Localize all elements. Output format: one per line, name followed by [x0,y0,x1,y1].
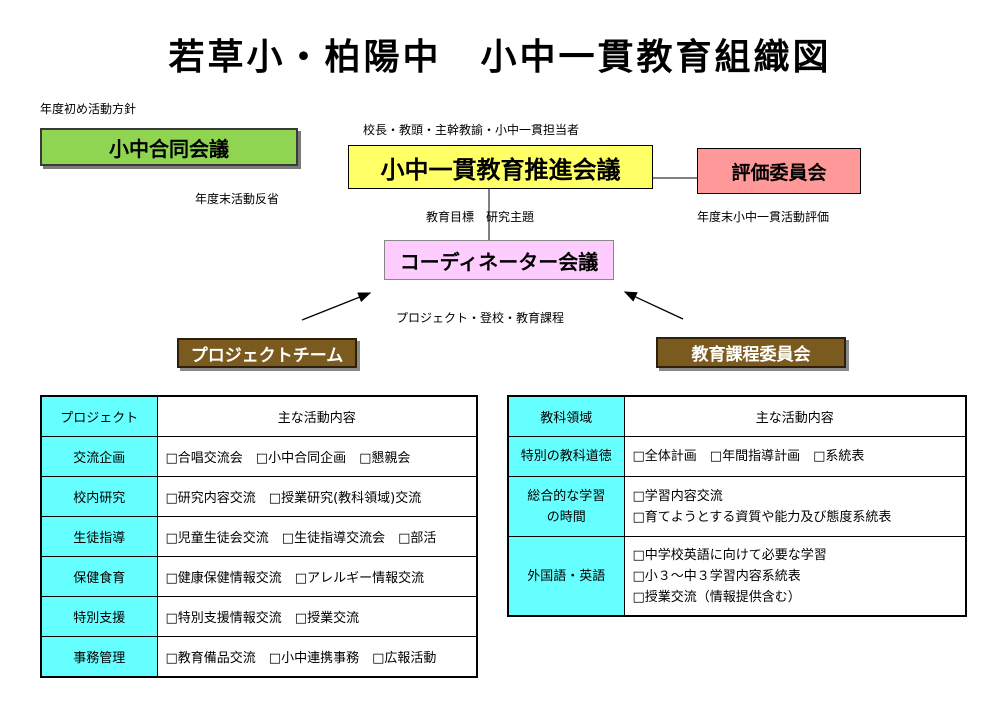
row-label: 特別支援 [40,596,158,637]
row-content: □健康保健情報交流 □アレルギー情報交流 [156,556,478,597]
row-label: 外国語・英語 [507,536,625,617]
table-row: 特別支援□特別支援情報交流 □授業交流 [40,596,478,637]
note-initial-policy: 年度初め活動方針 [40,102,137,116]
row-content: □研究内容交流 □授業研究(教科領域)交流 [156,476,478,517]
table-row: 特別の教科道徳 □全体計画 □年間指導計画 □系統表 [507,436,967,477]
table-header-row: 教科領域 主な活動内容 [507,395,967,437]
note-year-end-eval: 年度末小中一貫活動評価 [697,210,830,224]
table-row: 保健食育□健康保健情報交流 □アレルギー情報交流 [40,556,478,597]
row-label: 特別の教科道徳 [507,436,625,477]
table-row: 外国語・英語 □中学校英語に向けて必要な学習 □小３～中３学習内容系統表 □授業交流（… [507,536,967,617]
table-header-row: プロジェクト 主な活動内容 [40,395,478,437]
table-header-cell: 教科領域 [507,395,625,437]
row-label-line: の時間 [546,509,586,525]
table-row: 校内研究□研究内容交流 □授業研究(教科領域)交流 [40,476,478,517]
row-label: 交流企画 [40,436,158,477]
row-content-line: □授業交流（情報提供含む） [632,589,801,605]
row-content: □合唱交流会 □小中合同企画 □懇親会 [156,436,478,477]
project-team-box: プロジェクトチーム [177,338,357,368]
table-row: 交流企画□合唱交流会 □小中合同企画 □懇親会 [40,436,478,477]
page-title: 若草小・柏陽中 小中一貫教育組織図 [168,37,832,78]
row-label-line: 特別の教科道徳 [520,449,612,464]
joint-meeting-box: 小中合同会議 [40,128,298,166]
row-content: □児童生徒会交流 □生徒指導交流会 □部活 [156,516,478,557]
row-content: □特別支援情報交流 □授業交流 [156,596,478,637]
row-content-line: □中学校英語に向けて必要な学習 [632,547,827,563]
row-label: 保健食育 [40,556,158,597]
row-label-line: 外国語・英語 [527,568,606,584]
row-content-line: □小３～中３学習内容系統表 [632,568,801,584]
arrow-left [301,292,372,321]
row-content: □全体計画 □年間指導計画 □系統表 [623,436,967,477]
row-label: 生徒指導 [40,516,158,557]
note-promo-members: 校長・教頭・主幹教諭・小中一貫担当者 [363,123,580,137]
table-row: 事務管理□教育備品交流 □小中連携事務 □広報活動 [40,636,478,678]
note-arrow-caption: プロジェクト・登校・教育課程 [396,311,565,325]
row-content: □教育備品交流 □小中連携事務 □広報活動 [156,636,478,678]
note-year-end-reflection: 年度末活動反省 [195,192,280,206]
row-content-line: □全体計画 □年間指導計画 □系統表 [632,449,865,464]
row-label: 校内研究 [40,476,158,517]
table-row: 生徒指導□児童生徒会交流 □生徒指導交流会 □部活 [40,516,478,557]
row-label-line: 総合的な学習 [527,488,606,504]
project-table: プロジェクト 主な活動内容 交流企画□合唱交流会 □小中合同企画 □懇親会校内研… [40,395,478,678]
evaluation-committee-box: 評価委員会 [697,148,861,194]
table-header-cell: 主な活動内容 [623,395,967,437]
row-content: □学習内容交流 □育てようとする資質や能力及び態度系統表 [623,476,967,537]
coordinator-meeting-box: コーディネーター会議 [384,240,614,280]
note-goal-theme: 教育目標 研究主題 [426,210,535,224]
promotion-meeting-box: 小中一貫教育推進会議 [348,145,653,189]
table-row: 総合的な学習の時間 □学習内容交流 □育てようとする資質や能力及び態度系統表 [507,476,967,537]
curriculum-table: 教科領域 主な活動内容 特別の教科道徳□全体計画 □年間指導計画 □系統表総合的… [507,395,967,617]
table-header-cell: 主な活動内容 [156,395,478,437]
curriculum-committee-box: 教育課程委員会 [656,337,846,368]
row-label: 総合的な学習の時間 [507,476,625,537]
row-label: 事務管理 [40,636,158,678]
row-content-line: □育てようとする資質や能力及び態度系統表 [632,509,892,525]
table-header-cell: プロジェクト [40,395,158,437]
row-content-line: □学習内容交流 [632,488,723,504]
arrow-right [623,291,684,320]
row-content: □中学校英語に向けて必要な学習 □小３～中３学習内容系統表 □授業交流（情報提供含む… [623,536,967,617]
